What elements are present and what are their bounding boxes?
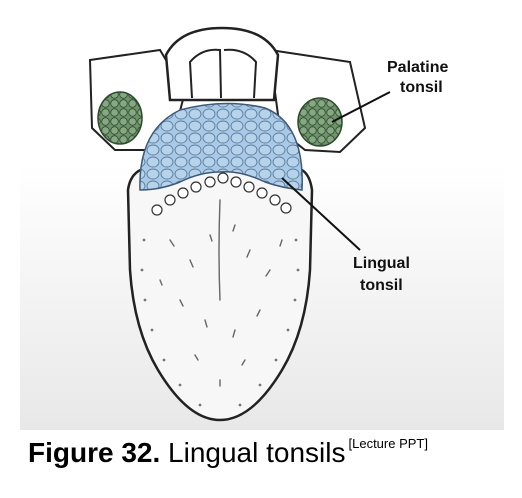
right-palatine-tonsil [297, 97, 343, 147]
tongue-diagram: Palatine tonsil Lingual tonsil [20, 0, 504, 430]
epiglottis-fold-right [223, 48, 258, 99]
tongue-texture [159, 199, 283, 387]
palatine-label-line1: Palatine [387, 59, 448, 76]
epiglottis-fold-left [188, 48, 222, 99]
figure-number: Figure 32. [28, 437, 161, 468]
palatine-label-line2: tonsil [400, 79, 443, 96]
caption-source: [Lecture PPT] [348, 436, 428, 451]
lingual-tonsil [139, 102, 303, 191]
palatine-leader-line [331, 91, 391, 123]
tongue-illustration: Palatine tonsil Lingual tonsil [20, 0, 504, 430]
lingual-label-line2: tonsil [360, 277, 403, 294]
lingual-leader-line [281, 177, 361, 251]
circumvallate-papillae [151, 172, 292, 216]
caption-text: Lingual tonsils [168, 437, 346, 468]
tongue-dots [140, 238, 300, 407]
left-palatine-tonsil [97, 91, 143, 145]
figure-caption: Figure 32. Lingual tonsils[Lecture PPT] [28, 436, 518, 486]
epiglottis [164, 26, 280, 102]
lingual-label-line1: Lingual [353, 255, 410, 272]
